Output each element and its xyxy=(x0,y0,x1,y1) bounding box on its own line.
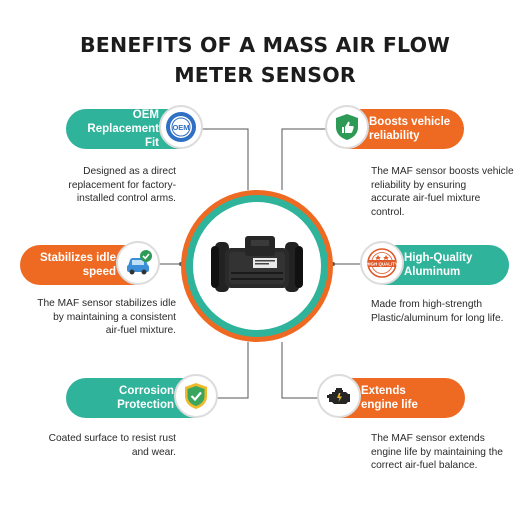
high-quality-stamp-icon: HIGH QUALITY xyxy=(360,241,404,285)
svg-text:HIGH QUALITY: HIGH QUALITY xyxy=(366,261,398,266)
shield-thumbs-up-icon xyxy=(325,105,369,149)
title-line-1: BENEFITS OF A MASS AIR FLOW xyxy=(79,33,451,57)
benefit-idle-pill: Stabilizes idle speed xyxy=(20,241,160,285)
oem-seal-icon: OEM xyxy=(159,105,203,149)
car-check-icon xyxy=(116,241,160,285)
benefit-reliability-desc: The MAF sensor boosts vehicle reliabilit… xyxy=(371,166,514,218)
benefit-aluminum-desc: Made from high-strength Plastic/aluminum… xyxy=(371,299,504,324)
benefit-corrosion-pill: Corrosion Protection xyxy=(66,374,218,418)
benefit-idle-title: Stabilizes idle speed xyxy=(39,252,116,278)
benefit-aluminum-title: High-Quality Aluminum xyxy=(404,252,473,278)
benefit-engine-pill: Extends engine life xyxy=(317,374,465,418)
engine-icon xyxy=(317,374,361,418)
benefit-engine-title: Extends engine life xyxy=(361,385,418,411)
shield-check-icon xyxy=(174,374,218,418)
center-product-circle xyxy=(193,202,321,330)
benefit-oem-title: OEM Replacement Fit xyxy=(87,109,159,149)
benefit-oem-pill: OEM Replacement Fit OEM xyxy=(66,105,203,149)
benefit-idle-desc: The MAF sensor stabilizes idle by mainta… xyxy=(37,298,176,336)
benefit-oem-desc: Designed as a direct replacement for fac… xyxy=(68,166,176,204)
benefit-engine-desc: The MAF sensor extends engine life by ma… xyxy=(371,433,503,471)
benefit-aluminum-pill: HIGH QUALITY High-Quality Aluminum xyxy=(360,241,509,285)
page-title: BENEFITS OF A MASS AIR FLOW METER SENSOR xyxy=(0,30,530,90)
title-line-2: METER SENSOR xyxy=(174,63,356,87)
benefit-reliability-title: Boosts vehicle reliability xyxy=(369,116,451,142)
svg-text:OEM: OEM xyxy=(172,123,189,132)
mass-air-flow-sensor-image xyxy=(211,236,303,292)
benefit-corrosion-title: Corrosion Protection xyxy=(117,385,174,411)
benefit-corrosion-desc: Coated surface to resist rust and wear. xyxy=(48,433,176,458)
benefit-reliability-pill: Boosts vehicle reliability xyxy=(325,105,464,149)
